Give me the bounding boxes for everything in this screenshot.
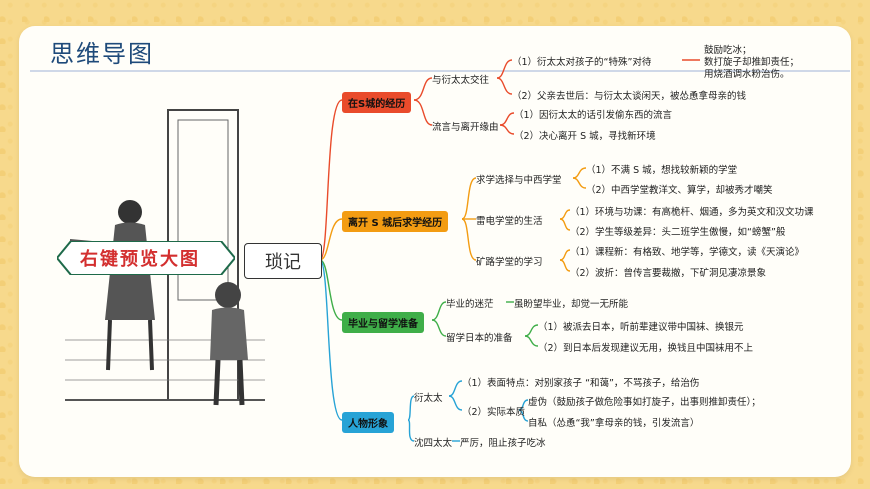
center-node: 琐记: [244, 243, 322, 279]
node-japan-prep: 留学日本的准备: [446, 333, 513, 344]
node-rumor: （1）因衍太太的话引发偷东西的流言: [514, 110, 673, 121]
page-title: 思维导图: [50, 40, 154, 68]
branch-s-city: 在S城的经历: [342, 92, 412, 113]
node-kuanglu-2: （2）波折：曾传言要裁撤，下矿洞见凄凉景象: [570, 268, 767, 279]
node-essence: （2）实际本质: [462, 407, 526, 418]
node-selfish: 自私（怂恿“我”拿母亲的钱，引发流言）: [528, 418, 700, 429]
node-surface: （1）表面特点：对别家孩子 “和蔼”，不骂孩子，给治伤: [462, 378, 700, 389]
node-leidian-1: （1）环境与功课：有高桅杆、烟通，多为英文和汉文功课: [570, 207, 814, 218]
branch-characters: 人物形象: [342, 412, 394, 433]
node-detail-2: 数打旋子却推卸责任；: [704, 57, 800, 68]
branch-graduation: 毕业与留学准备: [342, 312, 424, 333]
hint-arrow-shape: [57, 241, 235, 275]
node-school-choice: 求学选择与中西学堂: [476, 175, 562, 186]
node-detail-1: 鼓励吃冰；: [704, 45, 752, 56]
node-confusion-1: 虽盼望毕业，却觉一无所能: [514, 299, 629, 310]
node-leidian: 雷电学堂的生活: [476, 216, 543, 227]
preview-hint-label: 右键预览大图: [80, 249, 200, 270]
node-father-death: （2）父亲去世后：与衍太太谈闲天，被怂恿拿母亲的钱: [512, 91, 747, 102]
node-hypocrisy: 虚伪（鼓励孩子做危险事如打旋子，出事则推卸责任）；: [528, 397, 761, 408]
node-confusion: 毕业的迷茫: [446, 299, 494, 310]
node-yan-taitai: 与衍太太交往: [432, 75, 490, 86]
node-shen-taitai: 沈四太太: [414, 438, 453, 449]
node-special-treatment: （1）衍太太对孩子的“特殊”对待: [512, 57, 652, 68]
node-kuanglu-1: （1）课程新：有格致、地学等，学德文，读《天演论》: [570, 247, 805, 258]
branch-study: 离开 S 城后求学经历: [342, 211, 449, 232]
node-school-choice-2: （2）中西学堂教洋文、算学，却被秀才嘲笑: [586, 185, 773, 196]
title-divider: [30, 70, 850, 72]
node-japan-prep-2: （2）到日本后发现建议无用，换钱且中国袜用不上: [538, 343, 754, 354]
node-yan-taitai-char: 衍太太: [414, 393, 443, 404]
node-kuanglu: 矿路学堂的学习: [476, 257, 543, 268]
node-detail-3: 用烧酒调水粉治伤。: [704, 69, 790, 80]
node-leave-city: （2）决心离开 S 城，寻找新环境: [514, 131, 656, 142]
node-school-choice-1: （1）不满 S 城，想找较新颖的学堂: [586, 165, 738, 176]
node-shen-taitai-1: 严厉，阻止孩子吃冰: [460, 438, 546, 449]
node-rumor-leave: 流言与离开缘由: [432, 122, 499, 133]
node-leidian-2: （2）学生等级差异：头二班学生傲慢，如“螃蟹”般: [570, 227, 786, 238]
node-japan-prep-1: （1）被派去日本，听前辈建议带中国袜、换银元: [538, 322, 744, 333]
